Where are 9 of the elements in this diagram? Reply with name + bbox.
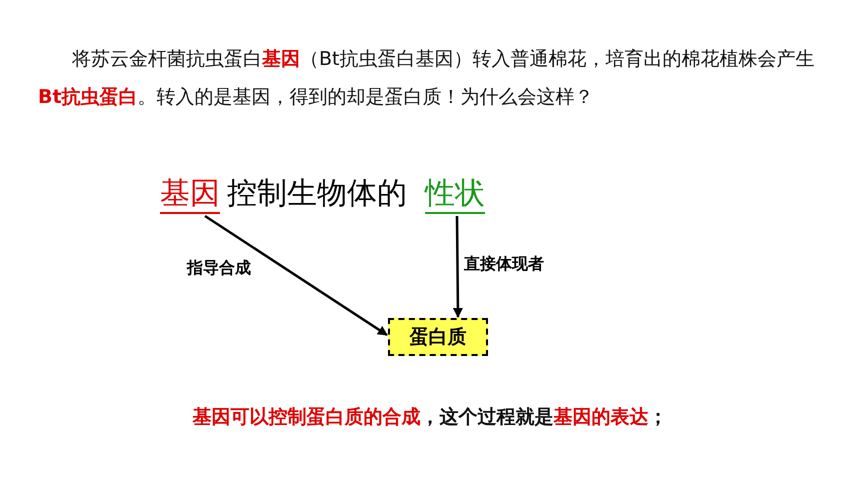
underlined-term: 性状 [425,176,485,214]
heading-text: 控制生物体的 [227,176,407,212]
protein-box: 蛋白质 [388,318,488,356]
underlined-term: 基因 [160,176,220,214]
arrow [452,216,463,318]
intro-paragraph: 将苏云金杆菌抗虫蛋白基因（Bt抗虫蛋白基因）转入普通棉花，培育出的棉花植株会产生Bt抗虫蛋白。转入的是基因，得到的却是蛋白质！为什么会这样？ [38,47,816,110]
edge-label: 指导合成 [185,258,253,279]
arrow [204,214,388,336]
conclusion-sentence: 基因可以控制蛋白质的合成，这个过程就是基因的表达； [192,405,668,430]
